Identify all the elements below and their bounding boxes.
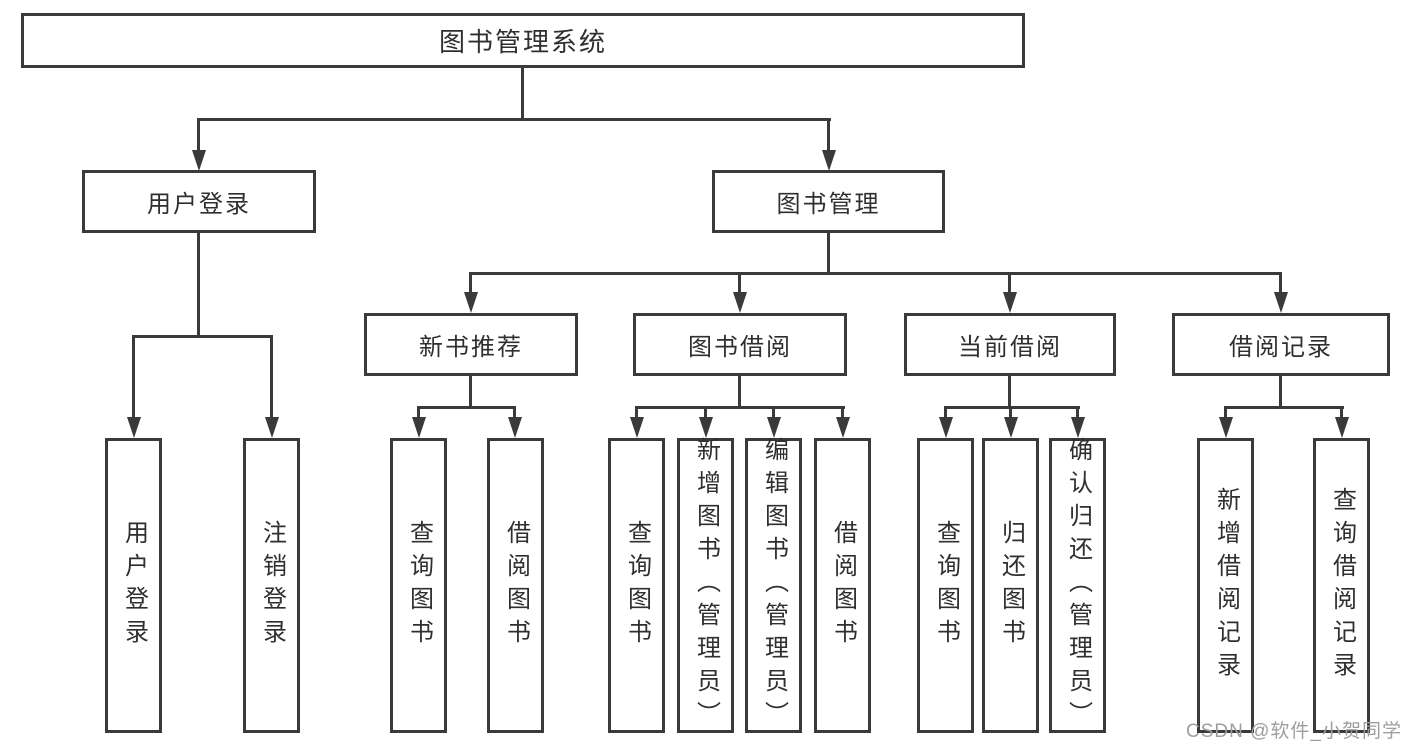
- connector-line: [270, 338, 273, 417]
- arrow-down-icon: [412, 417, 426, 438]
- node-new-book-recommend-label: 新书推荐: [419, 334, 523, 361]
- leaf-borrow-add-books-admin-label: 新增图书（管理员）: [692, 437, 720, 734]
- arrow-down-icon: [836, 417, 850, 438]
- connector-line: [944, 406, 1080, 409]
- connector-line: [469, 272, 1282, 275]
- arrow-down-icon: [1003, 292, 1017, 313]
- arrow-down-icon: [939, 417, 953, 438]
- arrow-down-icon: [699, 417, 713, 438]
- connector-line: [197, 121, 200, 150]
- node-book-borrow: 图书借阅: [633, 313, 847, 376]
- leaf-borrow-borrow-books-label: 借阅图书: [829, 519, 857, 652]
- arrow-down-icon: [822, 150, 836, 171]
- connector-line: [1340, 409, 1343, 418]
- leaf-logout: 注销登录: [243, 438, 300, 733]
- leaf-records-add-record-label: 新增借阅记录: [1212, 486, 1240, 685]
- connector-line: [469, 275, 472, 293]
- leaf-user-login: 用户登录: [105, 438, 162, 733]
- arrow-down-icon: [127, 417, 141, 438]
- arrow-down-icon: [1335, 417, 1349, 438]
- connector-line: [1279, 376, 1282, 406]
- node-new-book-recommend: 新书推荐: [364, 313, 578, 376]
- arrow-down-icon: [733, 292, 747, 313]
- connector-line: [132, 338, 135, 417]
- connector-line: [635, 409, 638, 418]
- leaf-user-login-label: 用户登录: [120, 519, 148, 652]
- connector-line: [827, 233, 830, 272]
- leaf-newbook-borrow-books: 借阅图书: [487, 438, 544, 733]
- arrow-down-icon: [1219, 417, 1233, 438]
- connector-line: [841, 409, 844, 418]
- leaf-newbook-borrow-books-label: 借阅图书: [502, 519, 530, 652]
- arrow-down-icon: [1071, 417, 1085, 438]
- connector-line: [197, 118, 831, 121]
- arrow-down-icon: [192, 150, 206, 171]
- arrow-down-icon: [630, 417, 644, 438]
- connector-line: [738, 275, 741, 293]
- arrow-down-icon: [464, 292, 478, 313]
- leaf-current-confirm-return-admin-label: 确认归还（管理员）: [1064, 437, 1092, 734]
- connector-line: [827, 121, 830, 150]
- connector-line: [635, 406, 845, 409]
- connector-line: [944, 409, 947, 418]
- node-user-login-label: 用户登录: [147, 191, 251, 218]
- leaf-records-query-record: 查询借阅记录: [1313, 438, 1370, 733]
- connector-line: [197, 233, 200, 335]
- node-current-borrow-label: 当前借阅: [958, 334, 1062, 361]
- arrow-down-icon: [508, 417, 522, 438]
- node-borrow-records-label: 借阅记录: [1229, 334, 1333, 361]
- leaf-newbook-query-books: 查询图书: [390, 438, 447, 733]
- connector-line: [513, 409, 516, 418]
- leaf-current-confirm-return-admin: 确认归还（管理员）: [1049, 437, 1106, 734]
- leaf-borrow-borrow-books: 借阅图书: [814, 438, 871, 733]
- connector-line: [772, 409, 775, 418]
- leaf-borrow-query-books-label: 查询图书: [623, 519, 651, 652]
- csdn-watermark: CSDN @软件_小贺同学: [1186, 721, 1402, 742]
- leaf-records-query-record-label: 查询借阅记录: [1328, 486, 1356, 685]
- connector-line: [1008, 376, 1011, 406]
- arrow-down-icon: [265, 417, 279, 438]
- connector-line: [1009, 409, 1012, 418]
- leaf-current-return-books-label: 归还图书: [997, 519, 1025, 652]
- node-book-management: 图书管理: [712, 170, 945, 233]
- connector-line: [1224, 406, 1344, 409]
- connector-line: [521, 67, 524, 120]
- leaf-current-query-books-label: 查询图书: [932, 519, 960, 652]
- connector-line: [417, 406, 516, 409]
- leaf-borrow-add-books-admin: 新增图书（管理员）: [677, 437, 734, 734]
- arrow-down-icon: [767, 417, 781, 438]
- arrow-down-icon: [1274, 292, 1288, 313]
- node-book-borrow-label: 图书借阅: [688, 334, 792, 361]
- leaf-borrow-edit-books-admin-label: 编辑图书（管理员）: [760, 437, 788, 734]
- arrow-down-icon: [1004, 417, 1018, 438]
- leaf-borrow-edit-books-admin: 编辑图书（管理员）: [745, 437, 802, 734]
- connector-line: [417, 409, 420, 418]
- node-root: 图书管理系统: [21, 13, 1025, 68]
- leaf-current-return-books: 归还图书: [982, 438, 1039, 733]
- connector-line: [1224, 409, 1227, 418]
- node-book-management-label: 图书管理: [776, 191, 881, 218]
- connector-line: [1279, 275, 1282, 293]
- node-user-login: 用户登录: [82, 170, 316, 233]
- leaf-records-add-record: 新增借阅记录: [1197, 438, 1254, 733]
- node-borrow-records: 借阅记录: [1172, 313, 1390, 376]
- connector-line: [132, 335, 273, 338]
- node-current-borrow: 当前借阅: [904, 313, 1116, 376]
- connector-line: [1008, 275, 1011, 293]
- leaf-newbook-query-books-label: 查询图书: [405, 519, 433, 652]
- leaf-borrow-query-books: 查询图书: [608, 438, 665, 733]
- leaf-current-query-books: 查询图书: [917, 438, 974, 733]
- connector-line: [704, 409, 707, 418]
- connector-line: [469, 376, 472, 406]
- leaf-logout-label: 注销登录: [258, 519, 286, 652]
- connector-line: [1076, 409, 1079, 418]
- node-root-label: 图书管理系统: [438, 27, 607, 57]
- connector-line: [738, 376, 741, 406]
